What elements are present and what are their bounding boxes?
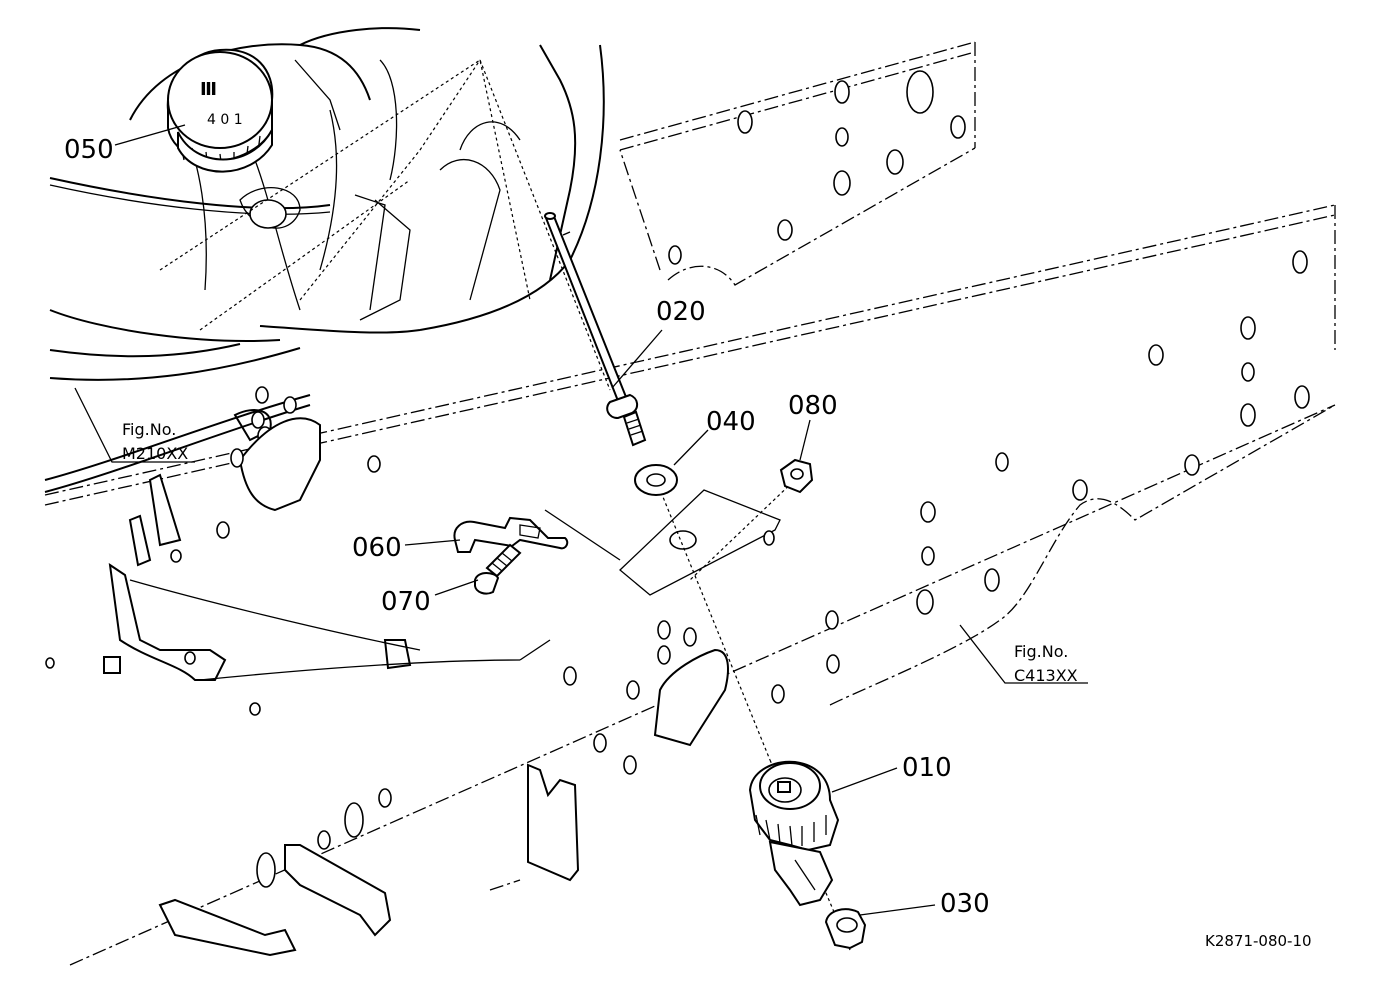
part-070-screw: [474, 543, 522, 595]
leader-lines: [74, 124, 1088, 916]
part-040-washer: [634, 464, 678, 496]
left-bracket-structure: [44, 386, 551, 716]
figure-ref-m210: Fig.No. M210XX: [122, 420, 188, 463]
figure-ref-c413: Fig.No. C413XX: [1014, 642, 1078, 685]
figure-ref-label: Fig.No.: [1014, 642, 1068, 661]
callout-070: 070: [381, 587, 431, 617]
part-060-clip: [453, 516, 569, 553]
callout-labels: 050 020 040 080 060 070 010 030: [64, 135, 990, 919]
part-030-nut: [824, 908, 867, 950]
drawing-number: K2871-080-10: [1205, 932, 1312, 950]
figure-ref-label: Fig.No.: [122, 420, 176, 439]
svg-text:Ⅲ: Ⅲ: [200, 79, 217, 100]
part-050-knob-cap: Ⅲ 4 0 1: [166, 48, 274, 173]
part-080-nut: [779, 458, 814, 494]
callout-010: 010: [902, 753, 952, 783]
callout-040: 040: [706, 407, 756, 437]
callout-020: 020: [656, 297, 706, 327]
svg-text:4 0 1: 4 0 1: [207, 112, 243, 128]
upper-frame-structure: [49, 27, 605, 381]
callout-080: 080: [788, 391, 838, 421]
part-020-rod: [544, 212, 647, 447]
main-frame-rail: [44, 204, 1336, 966]
figure-ref-number: C413XX: [1014, 666, 1078, 685]
part-010-knob: [748, 760, 840, 907]
callout-050: 050: [64, 135, 114, 165]
callout-030: 030: [940, 889, 990, 919]
figure-ref-number: M210XX: [122, 444, 188, 463]
callout-060: 060: [352, 533, 402, 563]
mount-plate: [544, 489, 781, 596]
upper-right-plate: [619, 41, 976, 286]
